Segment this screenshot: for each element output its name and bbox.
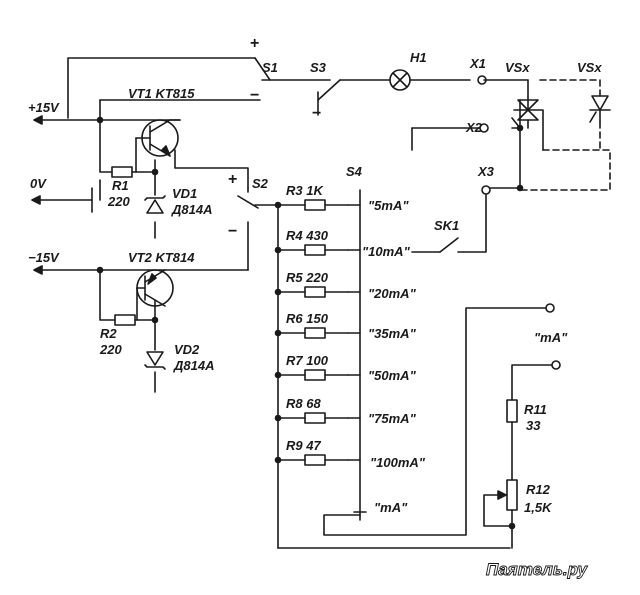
watermark: Паятель.ру (486, 560, 589, 579)
label-r1: R1 (112, 178, 129, 193)
triac-vsx (511, 95, 543, 129)
label-sw-5: "5mA" (368, 198, 409, 213)
label-sw-100: "100mA" (370, 455, 426, 470)
switch-s1 (254, 57, 331, 81)
label-zero: 0V (30, 176, 47, 191)
junction-dots (96, 116, 524, 530)
rail-arrows (31, 115, 43, 275)
dashed-connections (519, 79, 611, 191)
zener-vd1 (144, 195, 166, 214)
label-vt1: VT1 KT815 (128, 86, 195, 101)
label-sw-10: "10mA" (362, 244, 411, 259)
sign-plus-s1: + (250, 35, 259, 52)
label-x2: X2 (465, 120, 483, 135)
label-r11: R11 (524, 402, 547, 417)
switch-s4-contacts (347, 204, 367, 513)
terminals (477, 75, 561, 370)
transistor-vt2 (136, 269, 174, 321)
label-r7: R7 100 (286, 353, 329, 368)
label-vd2: VD2 (174, 342, 200, 357)
zener-vd2 (144, 351, 166, 370)
sign-minus-s1: − (250, 87, 259, 104)
switch-s2 (237, 187, 259, 209)
label-r3: R3 1K (286, 183, 324, 198)
sign-minus-s3: − (312, 105, 321, 122)
label-vt2: VT2 KT814 (128, 250, 195, 265)
lamp-h1 (389, 69, 411, 91)
label-vsx-b: VSx (577, 60, 602, 75)
wires (39, 57, 553, 549)
label-s2: S2 (252, 176, 269, 191)
label-r1-val: 220 (107, 194, 130, 209)
label-x1: X1 (469, 56, 486, 71)
label-h1: H1 (410, 50, 427, 65)
transistor-vt1 (135, 119, 181, 173)
label-r6: R6 150 (286, 311, 329, 326)
label-sw-75: "75mA" (368, 411, 417, 426)
label-sw-35: "35mA" (368, 326, 417, 341)
label-r8: R8 68 (286, 396, 321, 411)
label-r2-val: 220 (99, 342, 122, 357)
label-pos15: +15V (28, 100, 60, 115)
label-sw-20: "20mA" (368, 286, 417, 301)
label-r4: R4 430 (286, 228, 329, 243)
label-r5: R5 220 (286, 270, 329, 285)
label-r11-val: 33 (526, 418, 541, 433)
label-r2: R2 (100, 326, 117, 341)
label-r9: R9 47 (286, 438, 321, 453)
thyristor-vsx (589, 95, 611, 123)
labels: S1 S3 H1 X1 VSx VSx X2 X3 VT1 KT815 VT2 … (28, 35, 602, 579)
label-vsx-a: VSx (505, 60, 530, 75)
label-vd2-type: Д814A (173, 358, 214, 373)
label-r12: R12 (526, 482, 551, 497)
sign-minus-s2: − (228, 223, 237, 240)
label-sk1: SK1 (434, 218, 459, 233)
label-sw-ma: "mA" (374, 500, 408, 515)
label-sw-50: "50mA" (368, 368, 417, 383)
label-x3: X3 (477, 164, 495, 179)
resistors (111, 166, 518, 511)
switch-sk1 (439, 237, 459, 253)
label-vd1: VD1 (172, 186, 197, 201)
label-s1: S1 (262, 60, 278, 75)
label-neg15: −15V (28, 250, 60, 265)
label-vd1-type: Д814A (171, 202, 212, 217)
label-s3: S3 (310, 60, 327, 75)
label-s4: S4 (346, 164, 363, 179)
sign-plus-s2: + (228, 171, 237, 188)
switch-s3 (317, 79, 341, 116)
label-r12-val: 1,5K (524, 500, 553, 515)
label-out-ma: "mA" (534, 330, 568, 345)
